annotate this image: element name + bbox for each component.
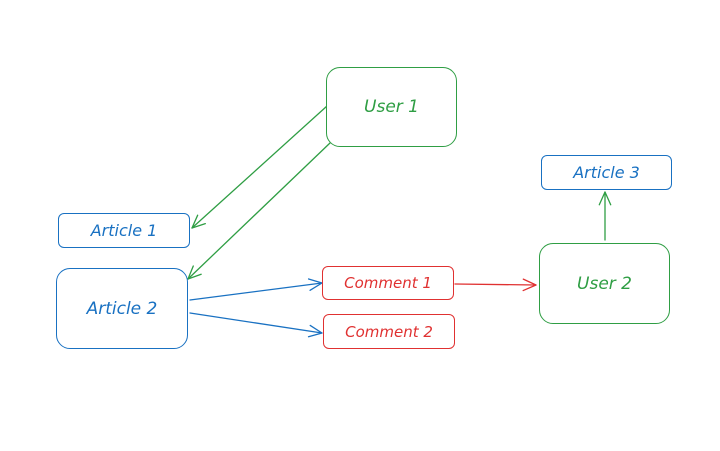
edge-line [191, 105, 328, 229]
edge-line [187, 142, 331, 280]
node-article-1[interactable]: Article 1 [58, 213, 190, 248]
node-article-1-label: Article 1 [90, 221, 158, 240]
node-user-1[interactable]: User 1 [326, 67, 457, 147]
edge-article2-to-comment2 [189, 312, 323, 338]
node-user-2-label: User 2 [577, 273, 632, 294]
node-comment-1[interactable]: Comment 1 [322, 266, 454, 300]
node-article-3[interactable]: Article 3 [541, 155, 672, 190]
node-article-3-label: Article 3 [573, 163, 640, 182]
edge-line [454, 283, 537, 286]
node-user-2[interactable]: User 2 [539, 243, 670, 324]
node-comment-2-label: Comment 2 [345, 322, 433, 341]
arrowhead-icon [187, 265, 202, 280]
node-user-1-label: User 1 [364, 97, 419, 117]
edge-user1-to-article1 [191, 105, 328, 229]
node-article-2[interactable]: Article 2 [56, 268, 188, 349]
arrowhead-icon [191, 214, 206, 229]
edge-user2-to-article3 [598, 191, 612, 241]
node-article-2-label: Article 2 [86, 298, 158, 319]
edge-comment1-to-user2 [454, 278, 537, 292]
arrowhead-icon [522, 278, 537, 292]
node-comment-1-label: Comment 1 [344, 274, 432, 292]
edge-article2-to-comment1 [189, 278, 323, 301]
edge-line [189, 282, 323, 301]
node-comment-2[interactable]: Comment 2 [323, 314, 455, 349]
arrowhead-icon [598, 191, 612, 206]
arrowhead-icon [307, 324, 323, 338]
edge-line [189, 312, 323, 334]
edge-user1-to-article2 [187, 142, 331, 280]
